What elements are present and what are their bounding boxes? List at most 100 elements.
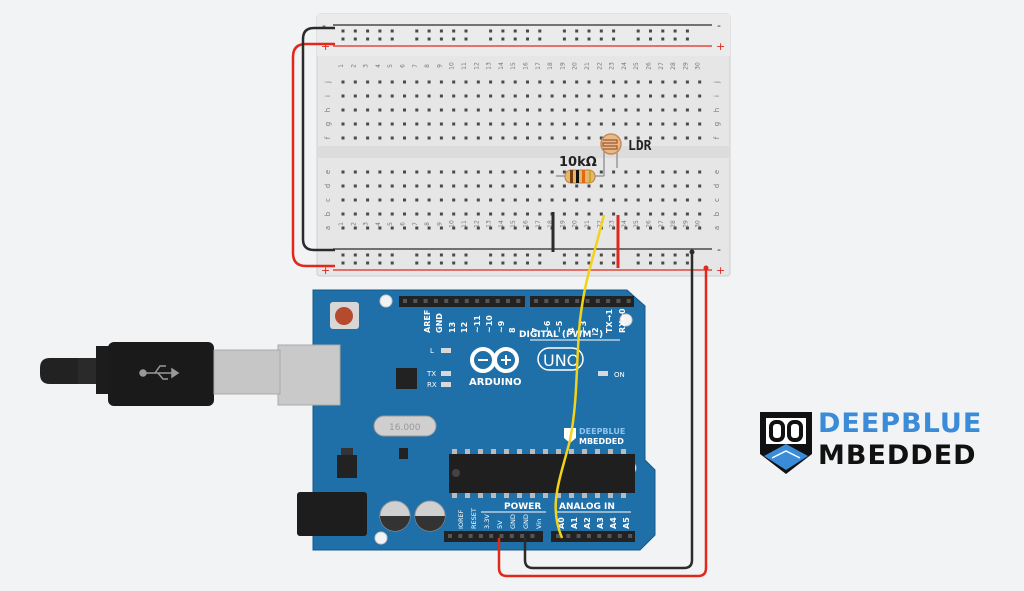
row-label: d — [324, 184, 332, 188]
row-label: f — [713, 136, 721, 139]
board-brand-line2: MBEDDED — [579, 437, 624, 446]
power-header — [444, 531, 543, 542]
usb-port — [277, 344, 341, 406]
column-label: 23 — [609, 62, 616, 70]
wire-left-black — [301, 26, 335, 252]
row-label: a — [324, 226, 332, 230]
breadboard: 1122334455667788991010111112121313141415… — [316, 13, 731, 277]
analog-pin-label: A2 — [583, 517, 592, 529]
column-label: 4 — [375, 222, 382, 226]
column-label: 13 — [486, 62, 493, 70]
column-label: 24 — [621, 220, 628, 228]
row-label: j — [713, 81, 721, 84]
row-label: g — [713, 122, 721, 126]
digital-pin-label: 8 — [508, 327, 517, 333]
digital-pin-label: ~6 — [543, 320, 552, 333]
power-header-label: POWER — [504, 502, 541, 512]
column-label: 22 — [596, 220, 603, 228]
column-label: 21 — [584, 62, 591, 70]
digital-pin-label: ~11 — [473, 315, 482, 333]
power-pin-label: GND — [522, 514, 530, 529]
column-label: 12 — [473, 62, 480, 70]
column-label: 10 — [449, 220, 456, 228]
column-label: 9 — [436, 222, 443, 226]
digital-pin-label: 12 — [460, 322, 469, 333]
digital-pin-label: TX→1 — [605, 309, 614, 333]
uno-text: UNO — [543, 351, 579, 370]
column-label: 13 — [486, 220, 493, 228]
digital-pin-label: ~10 — [485, 315, 494, 333]
column-label: 28 — [670, 220, 677, 228]
wire-left-red — [291, 42, 335, 268]
led-on — [598, 371, 608, 376]
digital-header-left — [399, 296, 525, 307]
column-label: 10 — [449, 62, 456, 70]
power-pin-label: GND — [509, 514, 517, 529]
column-label: 17 — [535, 62, 542, 70]
row-label: e — [713, 170, 721, 174]
analog-pin-label: A1 — [570, 517, 579, 529]
digital-pin-label: ~5 — [555, 320, 564, 333]
row-label: g — [324, 122, 332, 126]
ldr-component[interactable]: LDR — [600, 133, 652, 168]
brand-line2: MBEDDED — [818, 440, 977, 471]
top-rail-plus-left: + — [321, 40, 330, 53]
crystal-text: 16.000 — [389, 423, 421, 433]
wire-black-gnd — [523, 252, 694, 570]
column-label: 6 — [400, 64, 407, 68]
digital-header-label: DIGITAL (PWM~) — [519, 330, 603, 340]
column-label: 23 — [609, 220, 616, 228]
analog-pin-label: A4 — [609, 517, 618, 529]
power-pin-label: 5V — [496, 520, 504, 529]
breadboard-labels: 1122334455667788991010111112121313141415… — [324, 62, 721, 230]
column-label: 25 — [633, 62, 640, 70]
column-label: 7 — [412, 64, 419, 68]
breadboard-holes — [341, 29, 702, 265]
analog-pin-label: A0 — [557, 517, 566, 529]
resistor-component[interactable]: 10kΩ — [556, 155, 605, 184]
digital-pin-label: GND — [435, 313, 444, 333]
digital-pin-label: ~9 — [497, 320, 506, 333]
column-label: 20 — [572, 220, 579, 228]
column-label: 30 — [695, 62, 702, 70]
column-label: 4 — [375, 64, 382, 68]
digital-pin-label: 4 — [567, 327, 576, 333]
bottom-rail-minus-right: - — [717, 243, 721, 256]
reset-button[interactable] — [335, 307, 353, 325]
usb-symbol-icon — [139, 365, 180, 380]
column-label: 1 — [338, 222, 345, 226]
top-rail-minus-left: - — [322, 19, 326, 32]
digital-pin-label: ~3 — [579, 321, 588, 333]
led-rx-label: RX — [427, 381, 437, 389]
column-label: 25 — [633, 220, 640, 228]
column-label: 3 — [363, 222, 370, 226]
row-label: d — [713, 184, 721, 188]
column-label: 7 — [412, 222, 419, 226]
usb-cable — [40, 342, 281, 406]
column-label: 29 — [682, 62, 689, 70]
column-label: 5 — [387, 222, 394, 226]
column-label: 22 — [596, 62, 603, 70]
digital-pin-label: AREF — [423, 310, 432, 333]
column-label: 15 — [510, 220, 517, 228]
power-pin-label: 3.3V — [483, 514, 491, 529]
top-rail-minus-right: - — [717, 19, 721, 32]
column-label: 14 — [498, 220, 505, 228]
led-rx — [441, 382, 451, 387]
top-rail-plus-right: + — [716, 40, 725, 53]
digital-pin-label: 13 — [448, 322, 457, 333]
column-label: 21 — [584, 220, 591, 228]
power-pin-label: IOREF — [457, 509, 465, 529]
column-label: 27 — [658, 220, 665, 228]
column-label: 18 — [547, 220, 554, 228]
column-label: 15 — [510, 62, 517, 70]
led-tx — [441, 371, 451, 376]
row-label: c — [324, 198, 332, 202]
column-label: 27 — [658, 62, 665, 70]
arduino-logo-text: ARDUINO — [469, 377, 521, 388]
usb-chip — [396, 368, 417, 389]
digital-pin-label: 2 — [591, 327, 600, 333]
column-label: 18 — [547, 62, 554, 70]
column-label: 1 — [338, 64, 345, 68]
